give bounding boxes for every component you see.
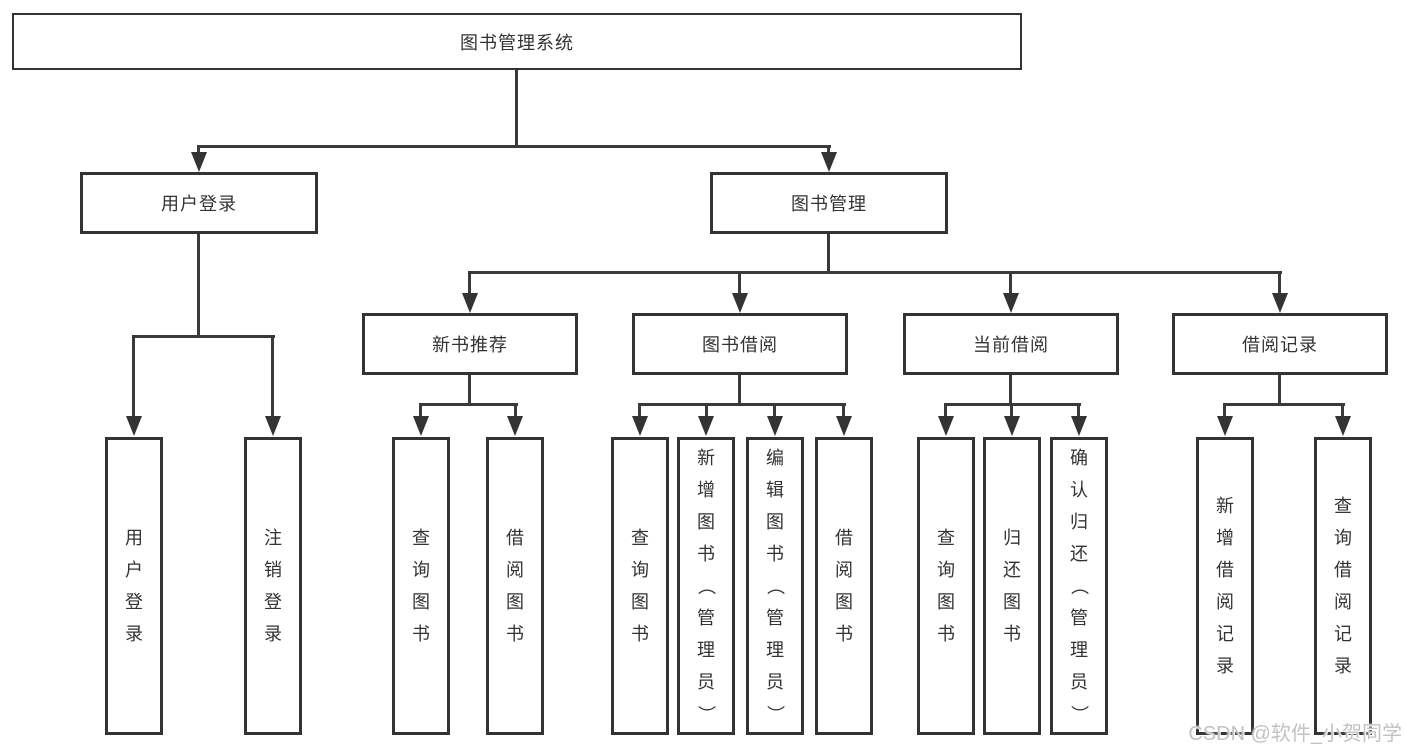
leaf-logout: 注销登录 bbox=[244, 437, 302, 735]
leaf-recommend-borrow-books: 借阅图书 bbox=[486, 437, 544, 735]
node-book-management: 图书管理 bbox=[710, 172, 948, 234]
leaf-label: 借阅图书 bbox=[506, 528, 524, 644]
leaf-current-confirm-return-admin: 确认归还（管理员） bbox=[1050, 437, 1108, 735]
leaf-label: 归还图书 bbox=[1003, 528, 1021, 644]
connector-drop-book-management bbox=[827, 145, 830, 155]
connector-user-login-rail bbox=[132, 335, 275, 338]
connector-drop-leaf bbox=[1223, 403, 1226, 419]
leaf-records-add-borrow-record: 新增借阅记录 bbox=[1196, 437, 1254, 735]
connector-drop-leaf bbox=[1077, 403, 1080, 419]
csdn-watermark: CSDN @软件_小贺同学 bbox=[1188, 723, 1402, 745]
node-current-borrowing: 当前借阅 bbox=[903, 313, 1119, 375]
arrow-down-icon bbox=[698, 416, 714, 436]
node-book-borrowing: 图书借阅 bbox=[632, 313, 848, 375]
arrow-down-icon bbox=[1003, 293, 1019, 313]
leaf-records-query-borrow-record: 查询借阅记录 bbox=[1314, 437, 1372, 735]
leaf-borrowing-query-books: 查询图书 bbox=[611, 437, 669, 735]
node-borrow-records: 借阅记录 bbox=[1172, 313, 1388, 375]
connector-root-stem bbox=[515, 70, 518, 147]
leaf-borrowing-add-books-admin: 新增图书（管理员） bbox=[677, 437, 735, 735]
arrow-down-icon bbox=[821, 152, 837, 172]
connector-drop-leaf bbox=[514, 403, 517, 419]
connector-user-login-stem bbox=[197, 234, 200, 337]
connector-drop-leaf bbox=[944, 403, 947, 419]
arrow-down-icon bbox=[1217, 416, 1233, 436]
arrow-down-icon bbox=[413, 416, 429, 436]
leaf-recommend-query-books: 查询图书 bbox=[392, 437, 450, 735]
arrow-down-icon bbox=[507, 416, 523, 436]
node-label: 当前借阅 bbox=[973, 335, 1049, 355]
node-label: 新书推荐 bbox=[432, 335, 508, 355]
arrow-down-icon bbox=[1071, 416, 1087, 436]
leaf-current-query-books: 查询图书 bbox=[917, 437, 975, 735]
leaf-label: 查询图书 bbox=[412, 528, 430, 644]
leaf-label: 用户登录 bbox=[125, 528, 143, 644]
leaf-label: 查询图书 bbox=[937, 528, 955, 644]
leaf-borrowing-edit-books-admin: 编辑图书（管理员） bbox=[746, 437, 804, 735]
connector-drop-leaf bbox=[271, 335, 274, 417]
arrow-down-icon bbox=[1004, 416, 1020, 436]
node-new-book-recommend: 新书推荐 bbox=[362, 313, 578, 375]
arrow-down-icon bbox=[1272, 293, 1288, 313]
node-label: 用户登录 bbox=[161, 194, 237, 214]
connector-drop-leaf bbox=[1010, 403, 1013, 419]
arrow-down-icon bbox=[938, 416, 954, 436]
node-label: 图书管理 bbox=[791, 194, 867, 214]
arrow-down-icon bbox=[126, 416, 142, 436]
connector-new-book-stem bbox=[468, 375, 471, 405]
connector-drop-leaf bbox=[842, 403, 845, 419]
arrow-down-icon bbox=[732, 293, 748, 313]
node-label: 图书管理系统 bbox=[460, 32, 574, 53]
arrow-down-icon bbox=[632, 416, 648, 436]
arrow-down-icon bbox=[836, 416, 852, 436]
node-label: 图书借阅 bbox=[702, 335, 778, 355]
connector-drop-book-borrowing bbox=[738, 271, 741, 295]
connector-drop-leaf bbox=[638, 403, 641, 419]
leaf-label: 查询图书 bbox=[631, 528, 649, 644]
leaf-borrowing-borrow-books: 借阅图书 bbox=[815, 437, 873, 735]
leaf-label: 新增图书（管理员） bbox=[696, 448, 716, 723]
node-user-login: 用户登录 bbox=[80, 172, 318, 234]
connector-new-book-rail bbox=[419, 403, 518, 406]
leaf-label: 注销登录 bbox=[264, 528, 282, 644]
arrow-down-icon bbox=[767, 416, 783, 436]
leaf-label: 借阅图书 bbox=[835, 528, 853, 644]
connector-borrow-records-rail bbox=[1223, 403, 1345, 406]
connector-drop-leaf bbox=[132, 335, 135, 417]
leaf-user-login: 用户登录 bbox=[105, 437, 163, 735]
leaf-label: 编辑图书（管理员） bbox=[765, 448, 785, 723]
connector-drop-new-book-recommend bbox=[468, 271, 471, 295]
arrow-down-icon bbox=[462, 293, 478, 313]
leaf-label: 新增借阅记录 bbox=[1216, 496, 1234, 676]
connector-book-management-stem bbox=[827, 234, 830, 274]
connector-drop-user-login bbox=[197, 145, 200, 155]
connector-drop-leaf bbox=[419, 403, 422, 419]
leaf-label: 查询借阅记录 bbox=[1334, 496, 1352, 676]
connector-borrow-records-stem bbox=[1278, 375, 1281, 405]
leaf-label: 确认归还（管理员） bbox=[1069, 448, 1089, 723]
node-library-management-system: 图书管理系统 bbox=[12, 13, 1022, 70]
connector-drop-leaf bbox=[1341, 403, 1344, 419]
connector-level2-rail bbox=[197, 145, 831, 148]
connector-current-borrowing-stem bbox=[1009, 375, 1012, 405]
connector-drop-borrow-records bbox=[1278, 271, 1281, 295]
arrow-down-icon bbox=[191, 152, 207, 172]
arrow-down-icon bbox=[1335, 416, 1351, 436]
arrow-down-icon bbox=[265, 416, 281, 436]
connector-drop-leaf bbox=[773, 403, 776, 419]
connector-drop-leaf bbox=[705, 403, 708, 419]
leaf-current-return-books: 归还图书 bbox=[983, 437, 1041, 735]
connector-drop-current-borrowing bbox=[1009, 271, 1012, 295]
connector-level3-rail bbox=[468, 271, 1282, 274]
connector-book-borrowing-rail bbox=[638, 403, 846, 406]
node-label: 借阅记录 bbox=[1242, 335, 1318, 355]
connector-book-borrowing-stem bbox=[738, 375, 741, 405]
